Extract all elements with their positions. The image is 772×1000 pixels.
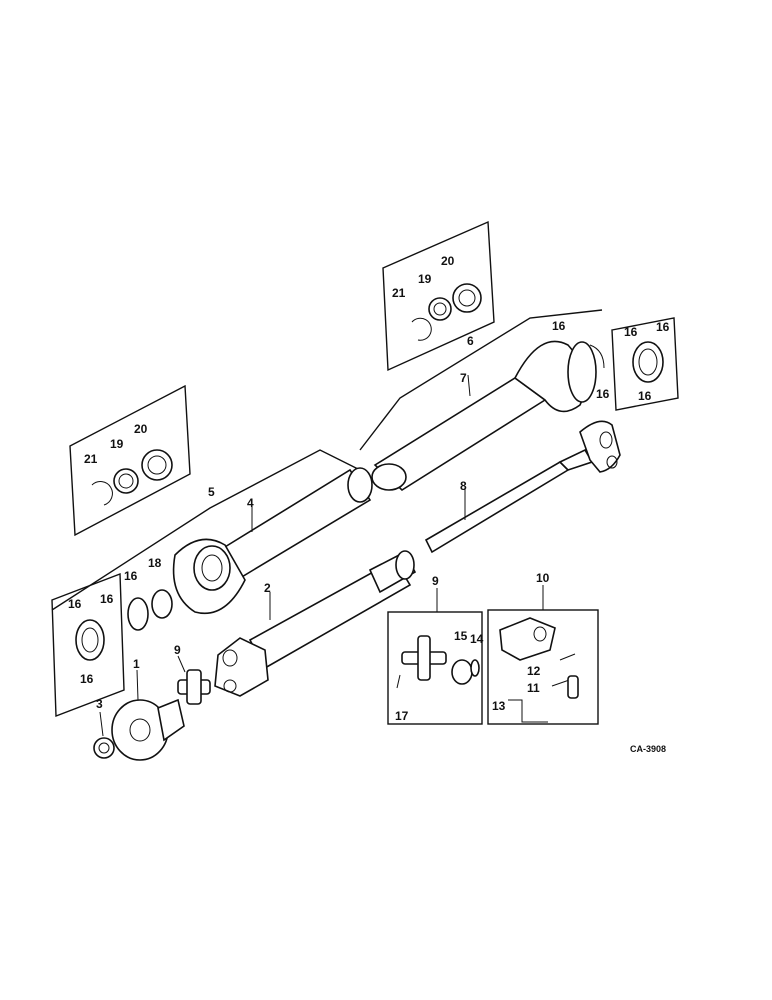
snap-ring-21-upper — [411, 317, 432, 341]
flange-yoke-1 — [111, 698, 185, 761]
bearing-inset-right — [611, 317, 679, 411]
callout-4: 4 — [247, 496, 254, 510]
callout-16-box-left: 16 — [624, 325, 638, 339]
square-shaft-8 — [424, 420, 621, 554]
callout-8: 8 — [460, 479, 467, 493]
bracket-assembly-5 — [51, 449, 361, 611]
callout-19-lower: 19 — [110, 437, 124, 451]
callout-2: 2 — [264, 581, 271, 595]
callout-9-left: 9 — [174, 643, 181, 657]
yoke-lower — [214, 637, 269, 697]
snap-ring-21-lower — [91, 481, 113, 506]
bracket-assembly-6 — [359, 309, 603, 451]
callout-11: 11 — [527, 681, 540, 695]
callout-13: 13 — [492, 699, 506, 713]
bearing-ring-16-mid — [127, 597, 149, 631]
callout-19-upper: 19 — [418, 272, 432, 286]
leader-lines — [99, 374, 544, 737]
drawing-code: CA-3908 — [630, 744, 666, 754]
callout-17: 17 — [395, 709, 409, 723]
callout-7: 7 — [460, 371, 467, 385]
inner-shaft-2 — [214, 550, 417, 697]
callout-18: 18 — [148, 556, 162, 570]
callout-20-upper: 20 — [441, 254, 455, 268]
callout-9-box: 9 — [432, 574, 439, 588]
cross-kit-box — [387, 611, 483, 725]
callout-14: 14 — [470, 632, 484, 646]
callout-16-left-a: 16 — [68, 597, 82, 611]
inner-tube-4 — [172, 467, 373, 614]
shield-cone-upper — [567, 341, 597, 403]
callout-16-shaft: 16 — [596, 387, 610, 401]
bearing-inset-left — [51, 572, 125, 718]
callout-16-top: 16 — [552, 319, 566, 333]
yoke-kit-box — [487, 609, 599, 725]
seal-20-lower — [141, 449, 173, 481]
callout-16-left-c: 16 — [80, 672, 94, 686]
seal-kit-inset-upper — [382, 220, 495, 372]
nut-3 — [93, 737, 115, 759]
bearing-ring-16-right — [632, 341, 664, 383]
cross-bearing-9-left — [177, 669, 211, 705]
callout-10: 10 — [536, 571, 550, 585]
callout-20-lower: 20 — [134, 422, 148, 436]
ring-18 — [151, 589, 173, 619]
callout-16-left-b: 16 — [100, 592, 114, 606]
callout-3: 3 — [96, 697, 103, 711]
callout-16-box-bottom: 16 — [638, 389, 652, 403]
bearing-ring-16-left — [75, 619, 105, 661]
washer-19-lower — [113, 468, 139, 494]
washer-19-upper — [428, 297, 452, 321]
callout-6: 6 — [467, 334, 474, 348]
outer-tube-7 — [371, 340, 605, 492]
callout-16-mid: 16 — [124, 569, 138, 583]
seal-20-upper — [452, 283, 482, 313]
callout-21-upper: 21 — [392, 286, 406, 300]
seal-kit-inset-lower — [69, 384, 191, 537]
callout-16-box-right: 16 — [656, 320, 670, 334]
callout-1: 1 — [133, 657, 140, 671]
shield-cone-lower — [193, 545, 231, 591]
callout-12: 12 — [527, 664, 541, 678]
callout-21-lower: 21 — [84, 452, 98, 466]
callout-15: 15 — [454, 629, 468, 643]
callout-5: 5 — [208, 485, 215, 499]
